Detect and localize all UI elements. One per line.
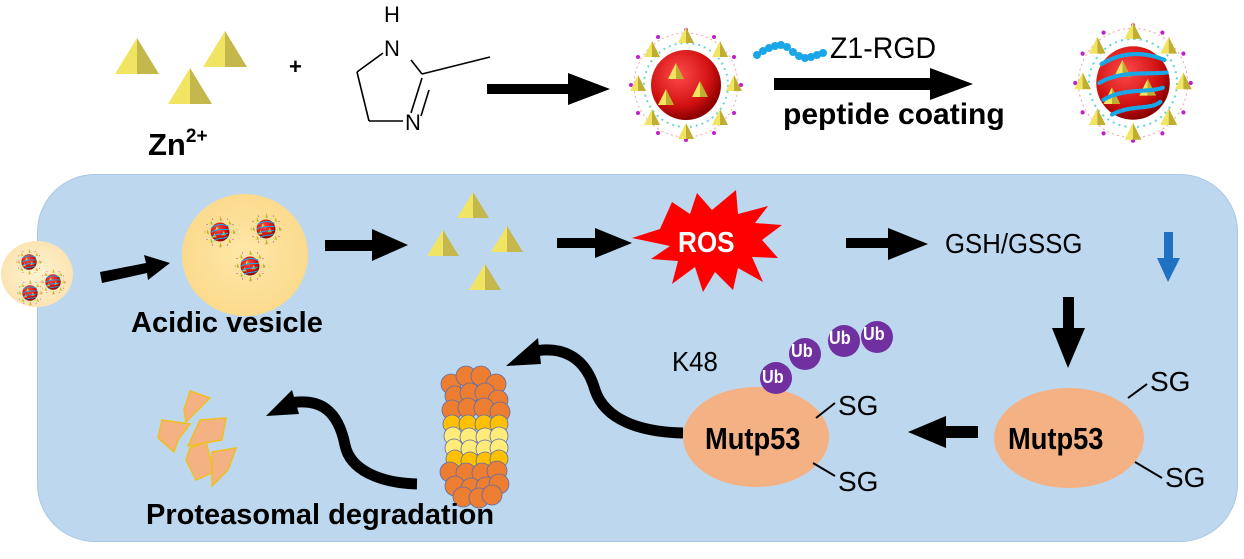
ros-burst-icon (632, 190, 782, 292)
arrow-right-icon (557, 228, 632, 258)
zinc-ion-label: Zn2+ (148, 126, 208, 163)
mutp53-left-label: Mutp53 (705, 421, 801, 456)
zinc-symbol: Zn (148, 127, 186, 162)
sg-label: SG (1165, 462, 1206, 493)
decrease-arrow-icon (1157, 232, 1180, 282)
ubiquitin-label: Ub (791, 341, 813, 361)
ubiquitin-label: Ub (863, 324, 885, 344)
imidazole-h-atom: H (384, 2, 400, 27)
arrow-right-icon (487, 73, 610, 105)
peptide-fragments-icon (157, 390, 238, 488)
arrow-right-icon (325, 229, 408, 261)
sg-label: SG (838, 390, 879, 421)
ubiquitin-chain-icon (760, 321, 893, 394)
coating-arrow-icon (774, 68, 973, 100)
glutathionylated-mutp53-icon (994, 383, 1163, 488)
curved-arrow-icon (266, 390, 418, 490)
arrow-right-icon (100, 255, 170, 283)
mutp53-right-label: Mutp53 (1008, 421, 1104, 456)
gsh-gssg-label: GSH/GSSG (945, 228, 1083, 259)
zinc-pyramids-icon (115, 31, 247, 104)
proteasome-icon (439, 365, 511, 509)
ubiquitinated-mutp53-icon (683, 387, 836, 487)
arrow-right-icon (846, 228, 928, 260)
endocytosis-vesicle-icon (1, 241, 73, 307)
imidazole-n-atom: N (405, 110, 421, 135)
coated-nanoparticle-icon (1073, 22, 1193, 143)
acidic-vesicle-icon (182, 194, 308, 316)
ubiquitin-label: Ub (762, 367, 784, 387)
ubiquitin-label: Ub (829, 328, 851, 348)
zinc-charge: 2+ (185, 126, 208, 147)
coating-label: peptide coating (783, 98, 1005, 131)
proteasomal-degradation-label: Proteasomal degradation (146, 499, 495, 531)
released-zinc-icon (427, 192, 523, 290)
imidazole-nh-atom: N (384, 36, 400, 61)
arrow-down-icon (1052, 297, 1085, 368)
methylimidazole-structure-icon (356, 52, 491, 122)
curved-arrow-icon (506, 338, 684, 439)
plus-sign: + (289, 54, 302, 79)
arrow-left-icon (908, 416, 978, 448)
zif-nanoparticle-icon (629, 27, 743, 142)
sg-label: SG (1150, 366, 1191, 397)
acidic-vesicle-label: Acidic vesicle (131, 307, 323, 339)
peptide-chain-icon (753, 41, 827, 62)
peptide-name-label: Z1-RGD (830, 32, 937, 65)
ros-label: ROS (678, 227, 735, 259)
sg-label: SG (838, 466, 879, 497)
k48-label: K48 (672, 346, 718, 377)
